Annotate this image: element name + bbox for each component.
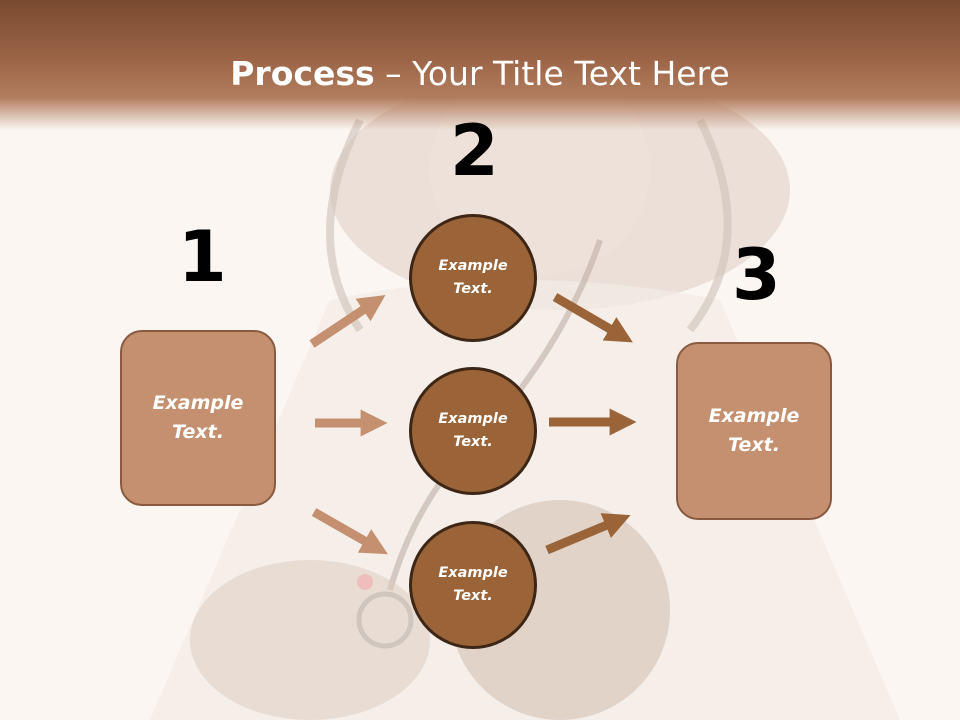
title-rest: – Your Title Text Here [374,54,730,93]
circle-top[interactable]: Example Text. [409,214,537,342]
step-number-3: 3 [732,234,781,316]
arrow-circle-top-to-3 [552,293,633,343]
circle-middle-label: Example Text. [438,411,508,450]
slide-title: Process – Your Title Text Here [0,52,960,96]
arrow-1-to-circle-bottom [311,508,388,555]
step-1-box[interactable]: Example Text. [120,330,276,506]
step-number-1: 1 [178,216,227,298]
step-3-box[interactable]: Example Text. [676,342,832,520]
circle-middle[interactable]: Example Text. [409,367,537,495]
circle-top-label: Example Text. [438,258,508,297]
circle-bottom[interactable]: Example Text. [409,521,537,649]
circle-bottom-label: Example Text. [438,565,508,604]
step-number-2: 2 [450,110,499,192]
arrow-circle-bottom-to-3 [545,513,631,555]
title-bold: Process [230,54,375,93]
title-bar [0,0,960,130]
step-1-label: Example Text. [152,392,244,443]
arrow-1-to-circle-top [309,295,386,348]
step-3-label: Example Text. [708,405,800,456]
